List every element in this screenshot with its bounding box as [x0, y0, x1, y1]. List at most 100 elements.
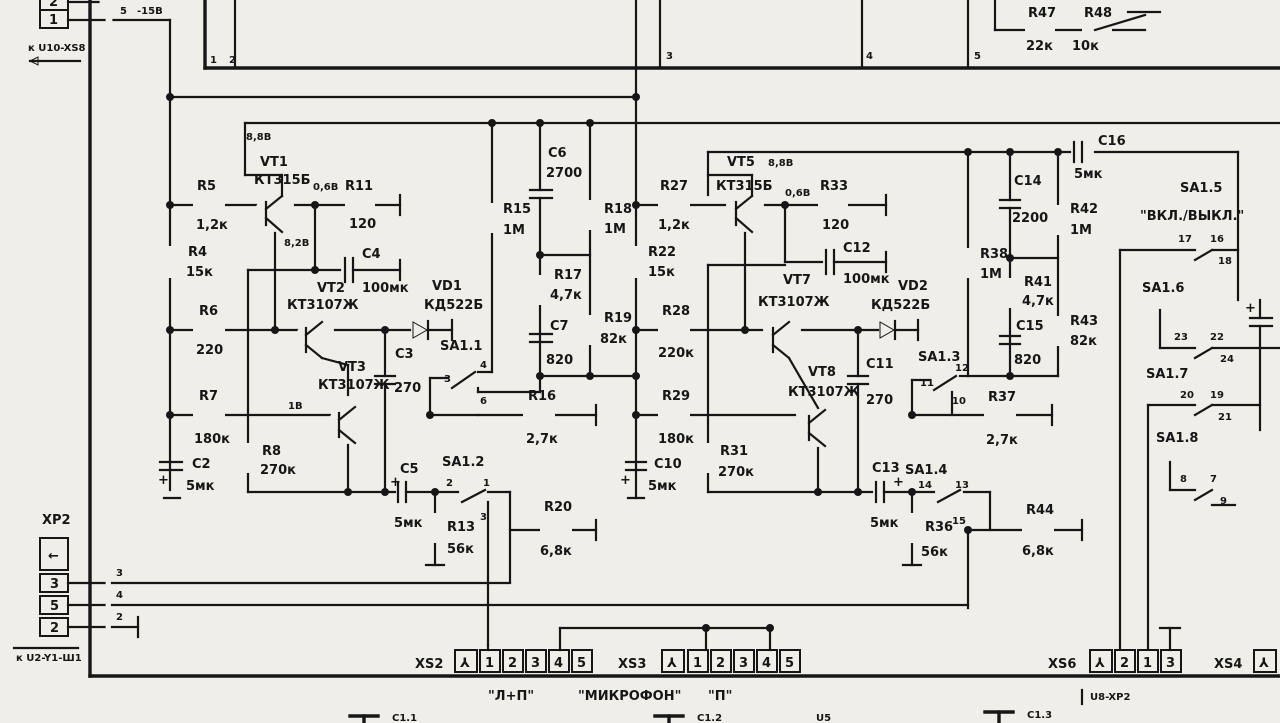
- r4-val: 15к: [186, 265, 213, 280]
- r28-val: 220к: [658, 346, 694, 361]
- sa17-p20: 20: [1180, 390, 1194, 401]
- c13-bottom: C1.3: [1027, 710, 1052, 721]
- r47-val: 22к: [1026, 39, 1053, 54]
- channel-2: R22 15к R27 1,2к R28 220к R29 180к + C10…: [620, 134, 1126, 610]
- r37-val: 2,7к: [986, 433, 1018, 448]
- vd1-type: КД522Б: [424, 298, 483, 313]
- c4-ref: C4: [362, 247, 381, 262]
- c13-plus: +: [893, 475, 904, 490]
- c14-val: 2200: [1012, 211, 1048, 226]
- c2-plus: +: [158, 473, 169, 488]
- r18-val: 1М: [604, 222, 626, 237]
- sa11-ref: SA1.1: [440, 339, 482, 354]
- xs4-symbol: ⅄: [1259, 656, 1269, 671]
- xs3-pin-5: 5: [785, 656, 794, 671]
- r29-ref: R29: [662, 389, 690, 404]
- c11-bottom: C1.1: [392, 713, 417, 723]
- r42-val: 1М: [1070, 223, 1092, 238]
- conn-pin-1: 1: [49, 13, 58, 28]
- c11-val: 270: [866, 393, 893, 408]
- r48-val: 10к: [1072, 39, 1099, 54]
- sa17-p21: 21: [1218, 412, 1232, 423]
- c14-ref: C14: [1014, 174, 1042, 189]
- sa14-p15: 15: [952, 516, 966, 527]
- xs6-pin-2: 2: [1120, 656, 1129, 671]
- r33-ref: R33: [820, 179, 848, 194]
- vt7-ref: VT7: [783, 273, 811, 288]
- r41-val: 4,7к: [1022, 294, 1054, 309]
- vt2-symbol: [295, 320, 335, 360]
- r33-val: 120: [822, 218, 849, 233]
- xs6-pin-1: 1: [1143, 656, 1152, 671]
- onoff-label: "ВКЛ./ВЫКЛ.": [1140, 209, 1244, 224]
- connector-top-left: 2 1 5 -15В к U10-XS8: [28, 0, 163, 66]
- sa11-p6: 6: [480, 396, 487, 407]
- r5-val: 1,2к: [196, 218, 228, 233]
- c13-val: 5мк: [870, 516, 899, 531]
- sa13-ref: SA1.3: [918, 350, 960, 365]
- supply-pin-5: 5: [120, 6, 127, 17]
- c16-val: 5мк: [1074, 167, 1103, 182]
- conn-label-u10: к U10-XS8: [28, 43, 86, 54]
- pin-label-4: 4: [866, 51, 873, 62]
- vd2-type: КД522Б: [871, 298, 930, 313]
- r44-val: 6,8к: [1022, 544, 1054, 559]
- xs3-pin-2: 2: [716, 656, 725, 671]
- vt1-type: КТ315Б: [254, 173, 311, 188]
- r11-ref: R11: [345, 179, 373, 194]
- r27-ref: R27: [660, 179, 688, 194]
- r31-val: 270к: [718, 465, 754, 480]
- r43-ref: R43: [1070, 314, 1098, 329]
- r27-val: 1,2к: [658, 218, 690, 233]
- sa15-ref: SA1.5: [1180, 181, 1222, 196]
- frame-lines: [88, 0, 1280, 678]
- c4-val: 100мк: [362, 281, 409, 296]
- xp2-ext-3: 3: [116, 568, 123, 579]
- vt1-voltage-c: 8,8В: [246, 132, 271, 143]
- sa16-ref: SA1.6: [1142, 281, 1184, 296]
- xs2-pin-5: 5: [577, 656, 586, 671]
- pin-label-3: 3: [666, 51, 673, 62]
- r19-val: 82к: [600, 332, 627, 347]
- top-pin-labels: 1 2 3 4 5: [210, 51, 981, 66]
- sa16-p24: 24: [1220, 354, 1234, 365]
- r8-ref: R8: [262, 444, 281, 459]
- supply-label: -15В: [137, 6, 163, 17]
- r19-ref: R19: [604, 311, 632, 326]
- sa17-p19: 19: [1210, 390, 1224, 401]
- c15-val: 820: [1014, 353, 1041, 368]
- xs6-name: XS6: [1048, 657, 1076, 672]
- xp2-pin-3: 3: [50, 577, 59, 592]
- xs3-connector: XS3 ⅄ 1 2 3 4 5 "МИКРОФОН" "П": [578, 624, 801, 704]
- r37-ref: R37: [988, 390, 1016, 405]
- sa18-p7: 7: [1210, 474, 1217, 485]
- pin-label-1: 1: [210, 55, 217, 66]
- c6-val: 2700: [546, 166, 582, 181]
- c7-val: 820: [546, 353, 573, 368]
- conn-pin-2: 2: [49, 0, 58, 10]
- xs3-pin-1: 1: [693, 656, 702, 671]
- sa12-p2: 2: [446, 478, 453, 489]
- r38-val: 1М: [980, 267, 1002, 282]
- junction-dots-ch1: [166, 93, 640, 496]
- r11-val: 120: [349, 217, 376, 232]
- r5-ref: R5: [197, 179, 216, 194]
- xs3-pin-3: 3: [739, 656, 748, 671]
- r29-val: 180к: [658, 432, 694, 447]
- c12-ref: C12: [843, 241, 871, 256]
- vt5-voltage-e: 0,6В: [785, 188, 810, 199]
- vd2-ref: VD2: [898, 279, 928, 294]
- c5-plus: +: [390, 475, 401, 490]
- r20-ref: R20: [544, 500, 572, 515]
- xs3-pin-4: 4: [762, 656, 771, 671]
- r36-val: 56к: [921, 545, 948, 560]
- channel-1: R4 15к R5 1,2к R6 220 R7 180к + C2 5мк V…: [158, 95, 638, 647]
- r36-ref: R36: [925, 520, 953, 535]
- r15-val: 1М: [503, 223, 525, 238]
- c2-val: 5мк: [186, 479, 215, 494]
- r28-ref: R28: [662, 304, 690, 319]
- vt5-ref: VT5: [727, 155, 755, 170]
- c2-ref: C2: [192, 457, 211, 472]
- c13-ref: C13: [872, 461, 900, 476]
